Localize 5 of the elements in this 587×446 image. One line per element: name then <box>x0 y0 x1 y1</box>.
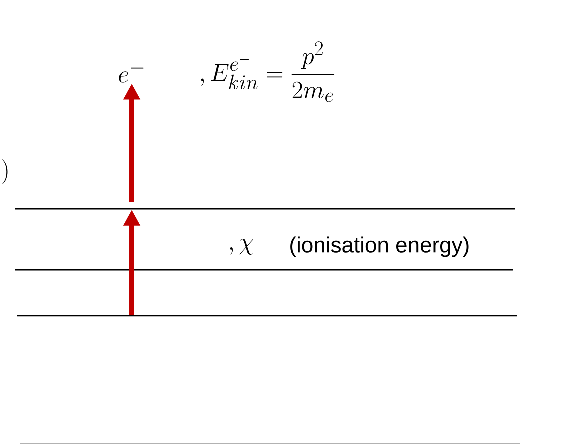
bracket: $)$ <box>2 160 8 184</box>
formula: $,E_{kin}^{e^-}=\frac{p^2}{2m_e}$ <box>201 42 335 102</box>
particle-label: $e^-$ <box>119 68 144 83</box>
formula: $,\chi$ <box>230 238 254 255</box>
annotation: (ionisation energy) <box>290 236 469 258</box>
